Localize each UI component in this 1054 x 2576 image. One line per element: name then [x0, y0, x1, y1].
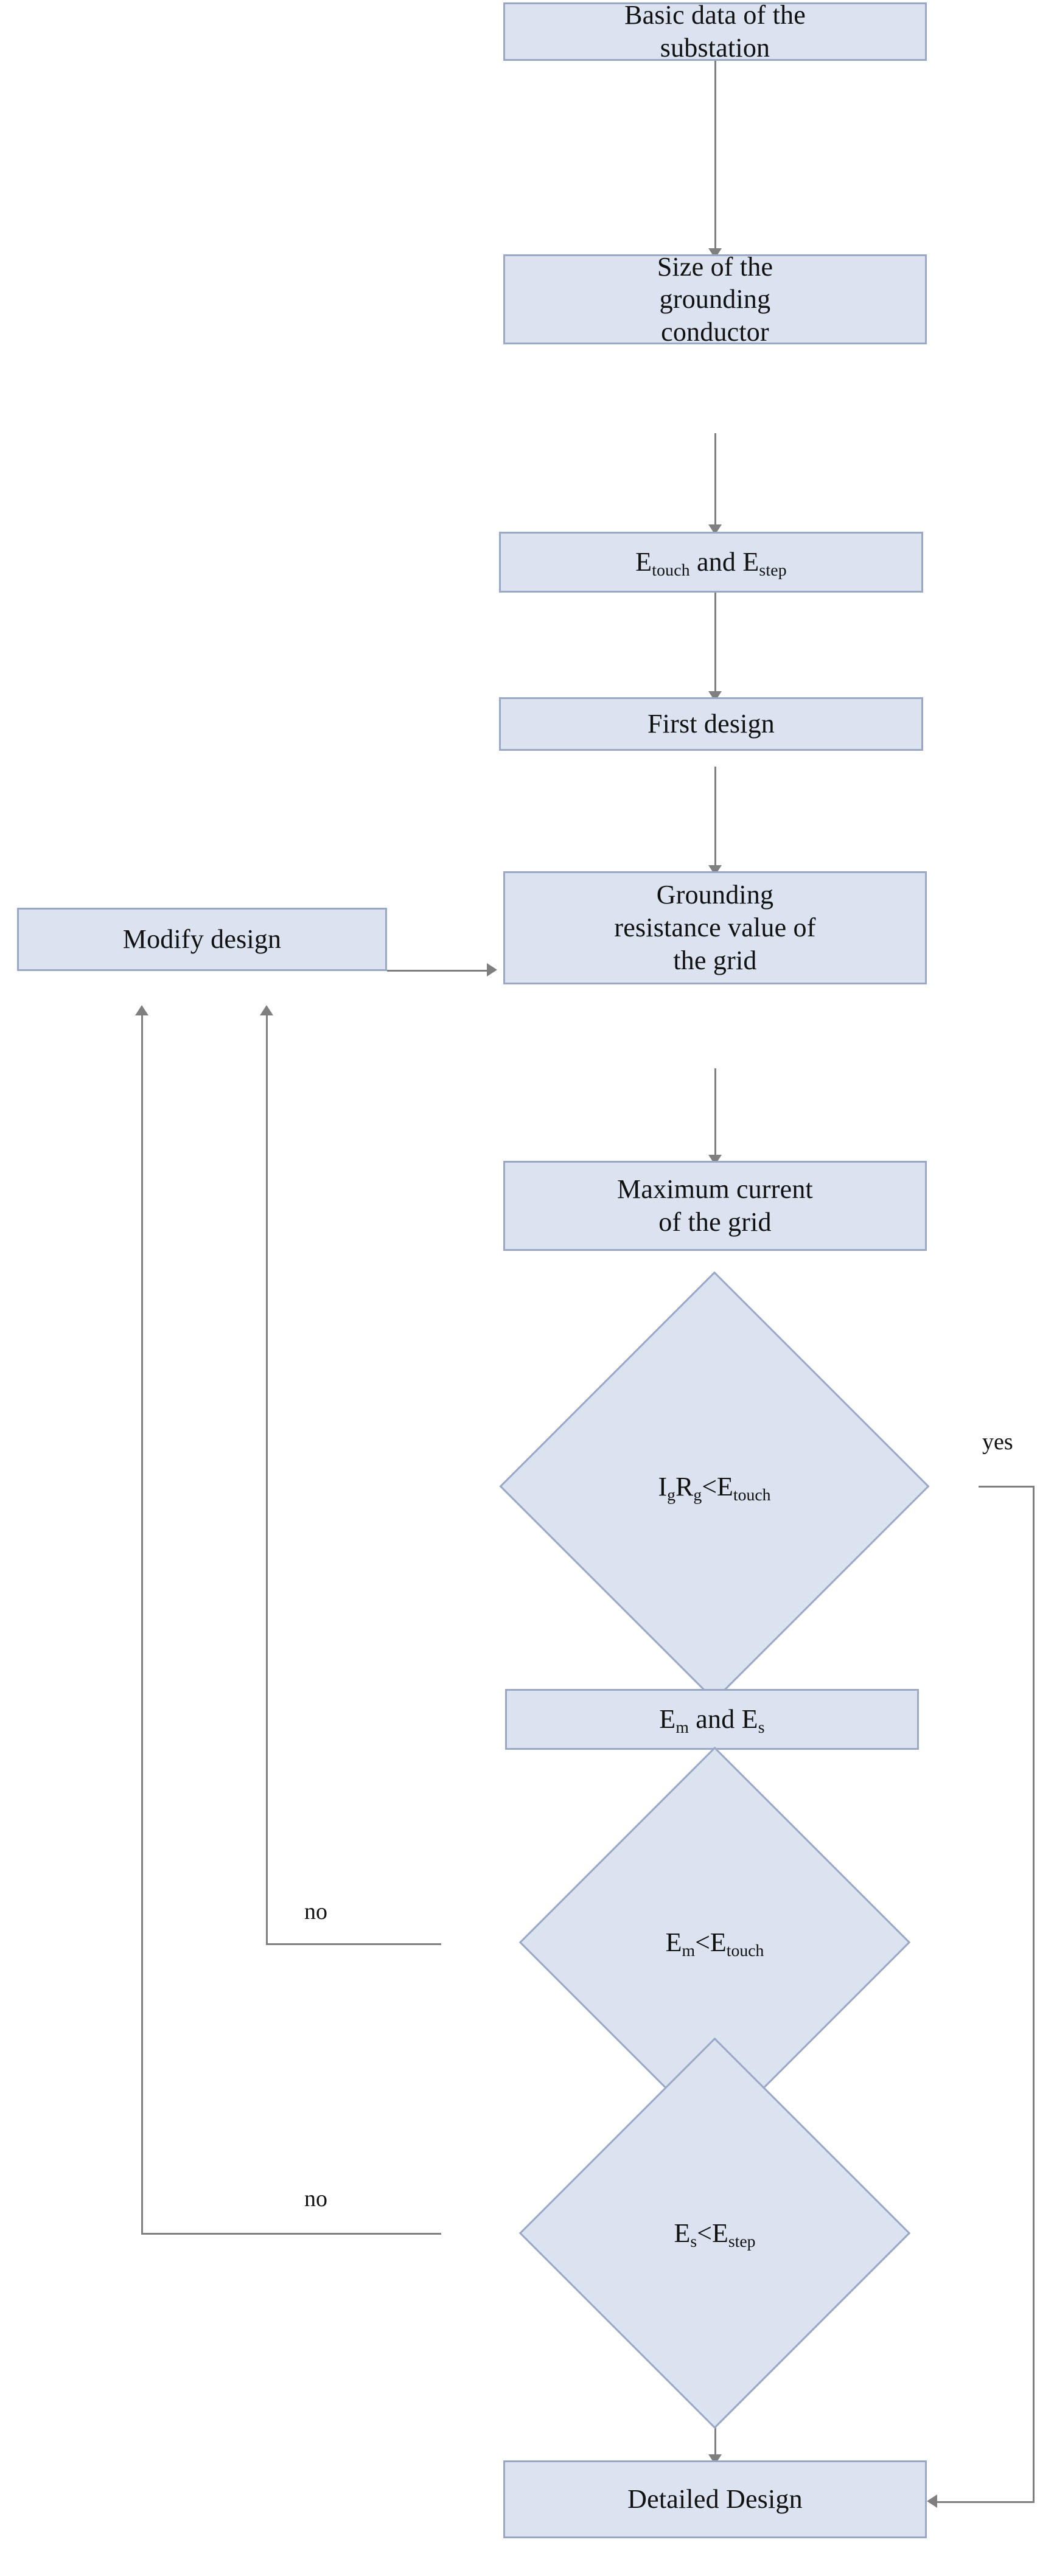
node-em-es[interactable]: Em and Es	[505, 1689, 919, 1750]
node-es-vs-estep-label: Es<Estep	[674, 2218, 756, 2251]
connector-no-from-emcheck	[266, 1943, 441, 1945]
connector-yes-from-igrg	[979, 1486, 1035, 1488]
node-first-design-label: First design	[647, 709, 775, 739]
node-em-vs-etouch[interactable]: Em<Etouch	[518, 1746, 911, 2139]
connector-no-escheck-vertical	[141, 1012, 143, 2235]
connector-grounding-to-maxcurrent	[714, 1068, 716, 1161]
edge-label-no-es: no	[304, 2186, 327, 2212]
arrowhead-modify-from-escheck	[135, 1005, 148, 1015]
connector-no-emcheck-vertical	[266, 1012, 268, 1945]
node-igrg-vs-etouch[interactable]: IgRg<Etouch	[499, 1271, 930, 1702]
node-em-es-label: Em and Es	[659, 1704, 765, 1737]
connector-modify-to-grounding	[387, 970, 492, 972]
node-detailed-design[interactable]: Detailed Design	[503, 2460, 927, 2538]
connector-conductor-to-etouch	[714, 433, 716, 532]
connector-no-from-escheck	[141, 2233, 441, 2235]
arrowhead-modify-from-emcheck	[260, 1005, 273, 1015]
connector-yes-to-detailed	[937, 2501, 1035, 2503]
arrowhead-detailed-right	[927, 2494, 937, 2508]
edge-label-yes-igrg: yes	[982, 1429, 1013, 1455]
arrowhead-grounding-left	[487, 963, 497, 976]
node-modify-design-label: Modify design	[122, 924, 282, 955]
node-etouch-estep[interactable]: Etouch and Estep	[499, 532, 923, 593]
connector-basic-to-conductor	[714, 61, 716, 254]
node-modify-design[interactable]: Modify design	[17, 908, 387, 971]
node-igrg-vs-etouch-label: IgRg<Etouch	[658, 1471, 771, 1504]
connector-first-to-grounding	[714, 767, 716, 871]
connector-etouch-to-first	[714, 593, 716, 697]
node-detailed-design-label: Detailed Design	[627, 2484, 803, 2515]
node-em-vs-etouch-label: Em<Etouch	[665, 1927, 764, 1960]
node-es-vs-estep[interactable]: Es<Estep	[518, 2037, 911, 2429]
edge-label-no-em: no	[304, 1899, 327, 1924]
node-etouch-estep-label: Etouch and Estep	[635, 547, 787, 580]
node-first-design[interactable]: First design	[499, 697, 923, 751]
connector-yes-vertical	[1033, 1486, 1035, 2503]
